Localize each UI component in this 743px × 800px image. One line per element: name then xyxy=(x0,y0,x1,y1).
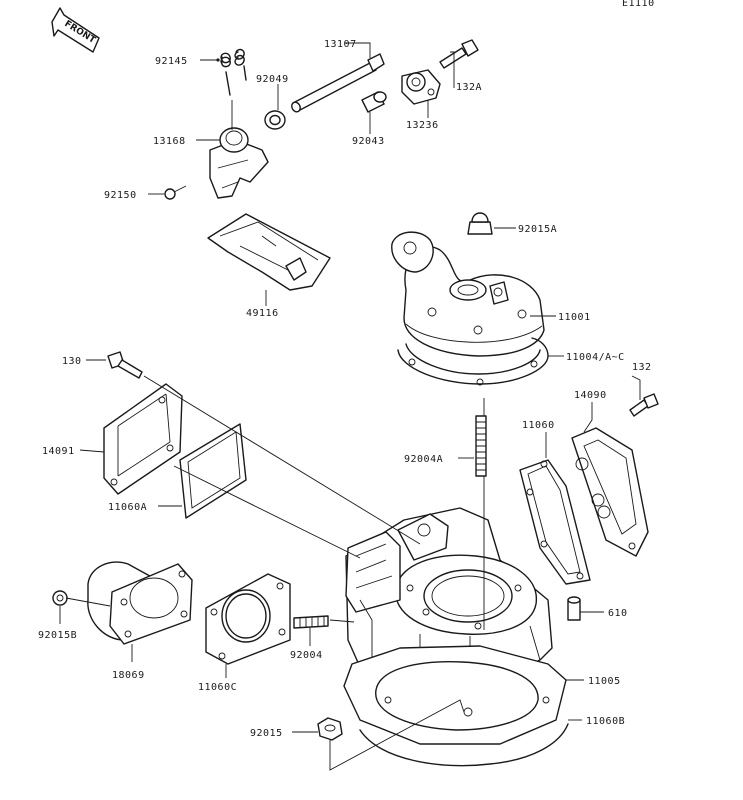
label-610: 610 xyxy=(608,608,628,619)
label-132: 132 xyxy=(632,362,652,373)
label-11004: 11004/A~C xyxy=(566,352,625,363)
label-92015: 92015 xyxy=(250,728,283,739)
label-49116: 49116 xyxy=(246,308,279,319)
label-14091: 14091 xyxy=(42,446,75,457)
part-92004-stud xyxy=(293,615,329,629)
label-92145: 92145 xyxy=(155,56,188,67)
label-11001: 11001 xyxy=(558,312,591,323)
label-13107: 13107 xyxy=(324,39,357,50)
part-92150-bolt xyxy=(164,185,187,200)
part-labels: 92145 13107 92049 132A 13236 92043 13168… xyxy=(38,39,652,739)
part-92043-bushing xyxy=(361,91,387,113)
part-92015B-nut xyxy=(52,590,68,606)
label-11060B: 11060B xyxy=(586,716,625,727)
part-92145-spring xyxy=(220,48,247,96)
part-11060C-gasket xyxy=(205,573,291,665)
part-18069-intake xyxy=(87,561,193,645)
label-92150: 92150 xyxy=(104,190,137,201)
part-13168-valve-holder xyxy=(209,127,269,199)
part-13107-shaft xyxy=(291,53,385,113)
front-arrow-badge: FRONT xyxy=(51,7,100,53)
part-610-dowel-pin xyxy=(567,596,581,621)
part-49116-cover xyxy=(207,213,331,291)
part-132-bolt xyxy=(629,393,659,417)
label-92043: 92043 xyxy=(352,136,385,147)
label-13168: 13168 xyxy=(153,136,186,147)
label-92049: 92049 xyxy=(256,74,289,85)
label-11005: 11005 xyxy=(588,676,621,687)
part-132A-bolt xyxy=(439,39,479,69)
corner-code: E1110 xyxy=(622,0,655,9)
label-18069: 18069 xyxy=(112,670,145,681)
leader-lines xyxy=(59,42,641,771)
part-11060B-base-gasket xyxy=(343,645,569,767)
part-92015A-nut xyxy=(467,212,493,235)
part-92049-bearing xyxy=(264,110,286,130)
label-11060C: 11060C xyxy=(198,682,237,693)
label-14090: 14090 xyxy=(574,390,607,401)
part-11060-gasket xyxy=(519,459,591,585)
label-92004A: 92004A xyxy=(404,454,443,465)
label-132A: 132A xyxy=(456,82,482,93)
part-14090-cover xyxy=(571,427,649,557)
label-92015A: 92015A xyxy=(518,224,557,235)
label-92015B: 92015B xyxy=(38,630,77,641)
label-11060A: 11060A xyxy=(108,502,147,513)
part-92004A-stud xyxy=(475,415,487,477)
part-130-bolt xyxy=(107,351,143,379)
part-13236-gear-bracket xyxy=(401,69,441,105)
part-11060A-gasket xyxy=(179,423,247,519)
part-14091-cover xyxy=(103,383,183,495)
label-13236: 13236 xyxy=(406,120,439,131)
part-11001-cylinder-head xyxy=(391,231,545,357)
label-92004: 92004 xyxy=(290,650,323,661)
part-11004-head-gasket xyxy=(397,337,549,386)
part-92015-nut xyxy=(317,717,343,741)
label-11060: 11060 xyxy=(522,420,555,431)
label-130: 130 xyxy=(62,356,82,367)
